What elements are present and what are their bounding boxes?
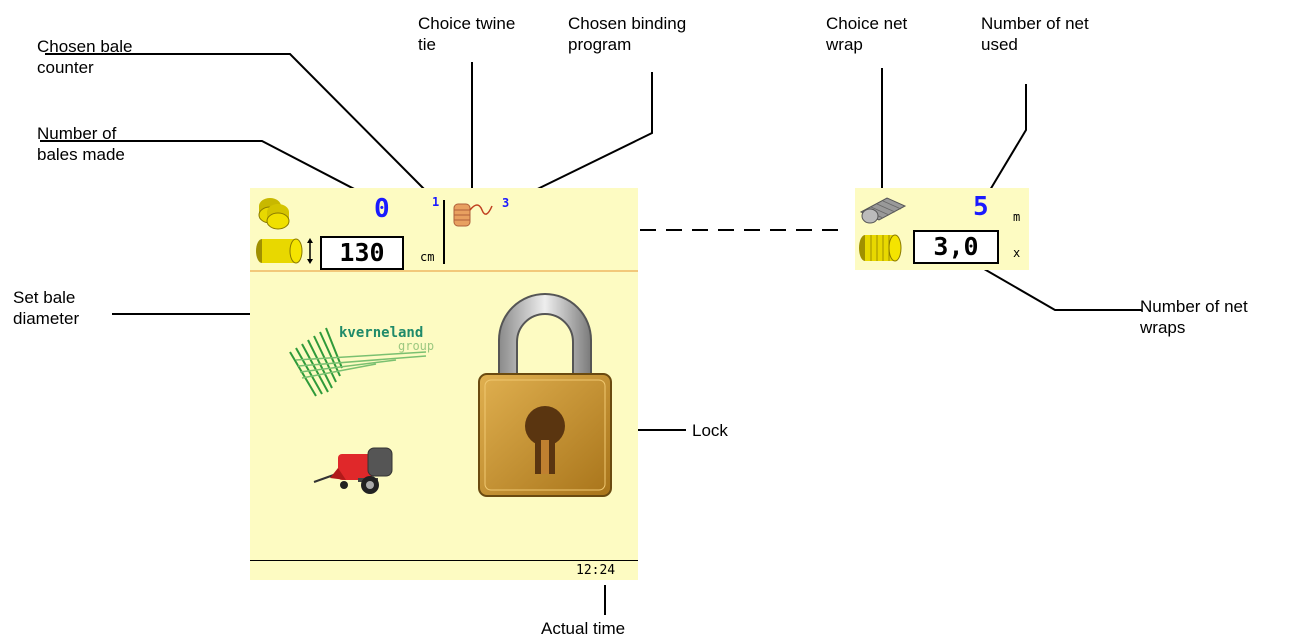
bale-diameter-field[interactable]: 130 — [320, 236, 404, 270]
leader-number-of-bales — [40, 140, 386, 206]
net-wrap-panel: 5 m 3,0 x — [855, 188, 1029, 270]
net-wraps-icon — [859, 234, 902, 262]
clock-time: 12:24 — [576, 563, 616, 578]
net-wraps-unit: x — [1013, 246, 1021, 260]
leader-chosen-bale-counter — [45, 53, 431, 196]
bales-icon — [258, 198, 290, 230]
padlock-icon[interactable] — [473, 280, 617, 500]
bale-diameter-icon — [256, 238, 313, 264]
footer-divider — [250, 560, 638, 561]
net-wraps-field[interactable]: 3,0 — [913, 230, 999, 264]
leader-binding-program — [514, 72, 653, 201]
binding-program-value: 3 — [502, 196, 510, 210]
kverneland-logo — [289, 327, 427, 397]
leader-net-used — [989, 84, 1027, 191]
diameter-unit: cm — [420, 250, 435, 264]
callout-lock: Lock — [692, 421, 728, 440]
bale-count-value: 0 — [374, 194, 390, 224]
callout-actual-time: Actual time — [541, 619, 626, 638]
arrow-left-icon — [606, 220, 838, 240]
net-roll-icon[interactable] — [857, 194, 907, 226]
twine-icon[interactable] — [450, 198, 494, 228]
header-divider — [250, 270, 638, 272]
net-used-value: 5 — [973, 192, 989, 222]
terminal-screen: 0 1 3 130 cm — [250, 188, 638, 580]
separator-line — [443, 200, 445, 264]
logo-text-group: group — [398, 339, 435, 353]
baler-icon — [313, 447, 393, 494]
bale-counter-index: 1 — [432, 195, 440, 209]
logo-text-kverneland: kverneland — [339, 325, 424, 341]
leader-net-wraps — [971, 261, 1142, 311]
net-used-unit: m — [1013, 210, 1021, 224]
